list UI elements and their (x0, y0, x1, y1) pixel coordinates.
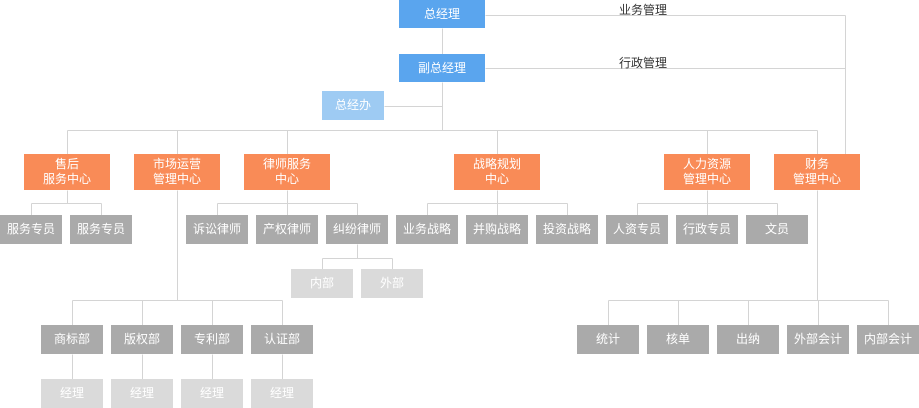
finance-verification: 核单 (647, 325, 709, 354)
strategy-investment: 投资战略 (536, 215, 598, 244)
strategy-business: 业务战略 (396, 215, 458, 244)
lawyer-dispute: 纠纷律师 (326, 215, 388, 244)
dispute-external: 外部 (361, 269, 423, 298)
trademark-dept: 商标部 (41, 325, 103, 354)
dept-market-ops: 市场运营 管理中心 (134, 154, 220, 190)
dept-finance: 财务 管理中心 (774, 154, 860, 190)
dept-strategy: 战略规划 中心 (454, 154, 540, 190)
finance-statistics: 统计 (577, 325, 639, 354)
ceo-node: 总经理 (399, 0, 485, 28)
hr-specialist: 人资专员 (606, 215, 668, 244)
lawyer-ip: 产权律师 (256, 215, 318, 244)
after-sales-staff-1: 服务专员 (0, 215, 62, 244)
dispute-internal: 内部 (291, 269, 353, 298)
finance-internal-accounting: 内部会计 (857, 325, 919, 354)
admin-mgmt-label: 行政管理 (619, 56, 668, 70)
clerk: 文员 (746, 215, 808, 244)
strategy-mna: 并购战略 (466, 215, 528, 244)
certification-dept: 认证部 (251, 325, 313, 354)
dept-lawyer: 律师服务 中心 (244, 154, 330, 190)
after-sales-staff-2: 服务专员 (70, 215, 132, 244)
trademark-manager: 经理 (41, 379, 103, 408)
lawyer-litigation: 诉讼律师 (186, 215, 248, 244)
business-mgmt-label: 业务管理 (619, 3, 668, 17)
vice-ceo-node: 副总经理 (399, 54, 485, 82)
dept-hr: 人力资源 管理中心 (664, 154, 750, 190)
admin-specialist: 行政专员 (676, 215, 738, 244)
dept-after-sales: 售后 服务中心 (24, 154, 110, 190)
copyright-dept: 版权部 (111, 325, 173, 354)
patent-manager: 经理 (181, 379, 243, 408)
finance-cashier: 出纳 (717, 325, 779, 354)
finance-external-accounting: 外部会计 (787, 325, 849, 354)
patent-dept: 专利部 (181, 325, 243, 354)
copyright-manager: 经理 (111, 379, 173, 408)
office-node: 总经办 (322, 91, 384, 120)
certification-manager: 经理 (251, 379, 313, 408)
